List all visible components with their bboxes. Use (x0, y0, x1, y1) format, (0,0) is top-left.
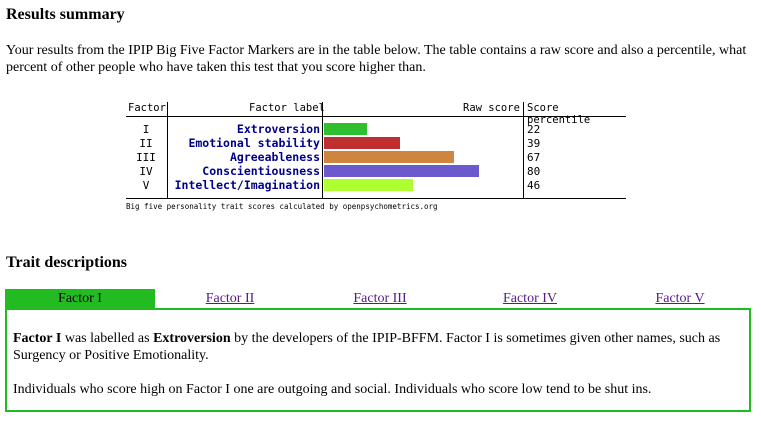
trait-descriptions-heading: Trait descriptions (6, 254, 128, 271)
factor-label: Intellect/Imagination (174, 178, 320, 192)
results-summary-heading: Results summary (6, 6, 125, 23)
col-header-percentile: Score percentile (527, 102, 591, 126)
factor-numeral: II (139, 137, 153, 150)
tab-factor-iii[interactable]: Factor III (353, 291, 407, 306)
factor-description-detail: Individuals who score high on Factor I o… (13, 382, 652, 397)
score-row: V Intellect/Imagination 46 (126, 178, 626, 192)
score-percentile: 80 (527, 165, 541, 178)
factor-label: Extroversion (236, 122, 320, 136)
factor-numeral: V (142, 179, 150, 192)
score-row: II Emotional stability 39 (126, 136, 626, 150)
factor-description-intro: Factor I was labelled as Extroversion by… (13, 330, 743, 364)
factor-tabs: Factor I Factor II Factor III Factor IV … (5, 289, 755, 309)
factor-name: Factor I (13, 331, 62, 346)
score-percentile: 22 (527, 123, 541, 136)
col-divider (322, 102, 323, 199)
header-rule (126, 116, 626, 117)
tab-factor-i[interactable]: Factor I (5, 289, 155, 308)
description-text: by the developers of the IPIP-BFFM. Fact… (13, 331, 721, 363)
factor-numeral: IV (139, 165, 153, 178)
factor-numeral: I (142, 123, 150, 136)
factor-numeral: III (136, 151, 156, 164)
score-bar (324, 151, 454, 163)
factor-description-panel: Factor I was labelled as Extroversion by… (5, 308, 751, 412)
bottom-rule (126, 198, 626, 199)
description-text: was labelled as (61, 331, 154, 346)
factor-label: Agreeableness (229, 150, 320, 164)
score-row: III Agreeableness 67 (126, 150, 626, 164)
score-row: I Extroversion 22 (126, 122, 626, 136)
chart-credit: Big five personality trait scores calcul… (126, 202, 438, 211)
score-chart: Factor Factor label Raw score Score perc… (126, 102, 626, 214)
score-bar (324, 137, 400, 149)
tab-factor-iv[interactable]: Factor IV (502, 291, 558, 306)
col-divider (523, 102, 524, 199)
results-intro-text: Your results from the IPIP Big Five Fact… (6, 43, 747, 75)
factor-label: Emotional stability (188, 136, 320, 150)
score-bar (324, 165, 479, 177)
score-bar (324, 179, 413, 191)
score-percentile: 67 (527, 151, 541, 164)
tab-factor-ii[interactable]: Factor II (205, 291, 255, 306)
col-header-factor: Factor (128, 102, 166, 114)
col-divider (167, 102, 168, 199)
factor-label: Conscientiousness (202, 164, 320, 178)
tab-factor-v[interactable]: Factor V (655, 291, 705, 306)
score-row: IV Conscientiousness 80 (126, 164, 626, 178)
score-bar (324, 123, 367, 135)
col-header-raw: Raw score (463, 102, 520, 114)
factor-label-bold: Extroversion (153, 331, 231, 346)
score-percentile: 39 (527, 137, 541, 150)
col-header-label: Factor label (249, 102, 325, 114)
score-percentile: 46 (527, 179, 541, 192)
